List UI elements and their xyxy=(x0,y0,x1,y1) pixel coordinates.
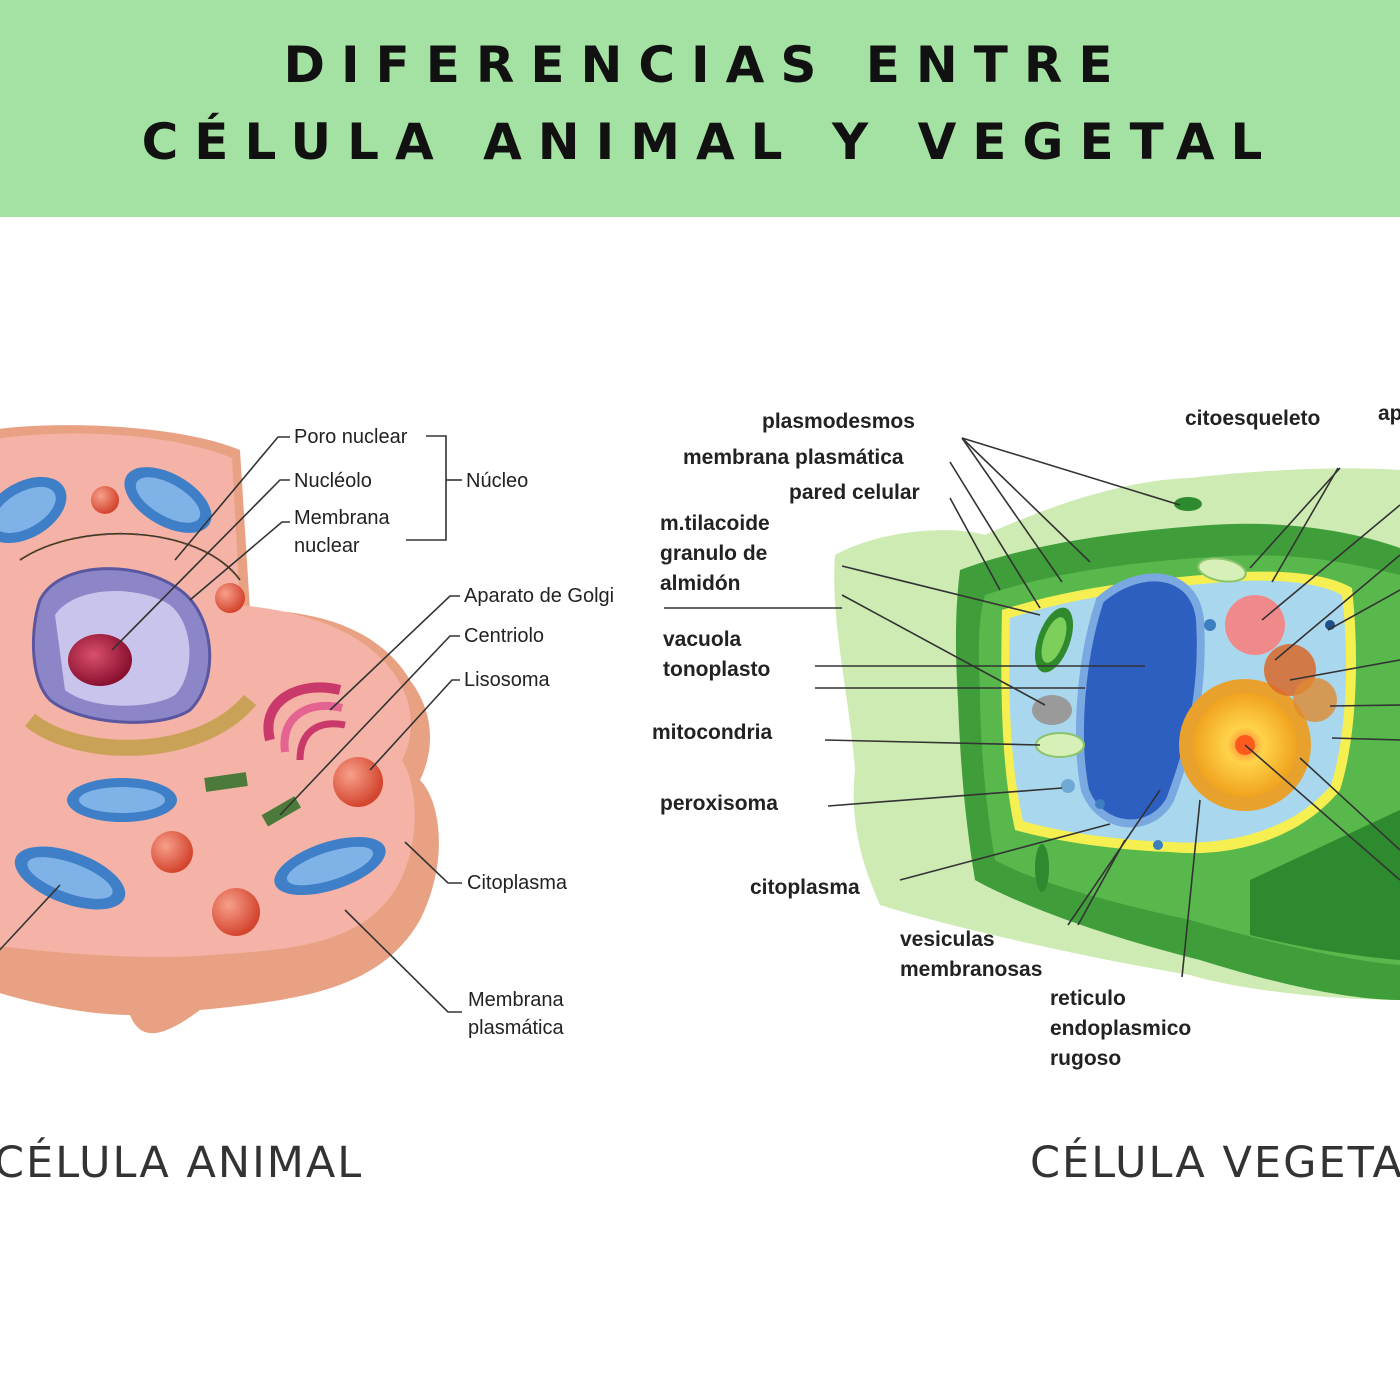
animal-nucleolus xyxy=(68,634,132,686)
plant-cell: plasmodesmos membrana plasmática pared c… xyxy=(652,402,1400,1070)
caption-animal: CÉLULA ANIMAL xyxy=(0,1138,363,1188)
label-membrana-plasmatica-vegetal: membrana plasmática xyxy=(683,446,904,469)
label-lisosoma: Lisosoma xyxy=(464,669,550,691)
label-citoplasma-vegetal: citoplasma xyxy=(750,876,860,899)
label-cut-off: ap xyxy=(1378,402,1400,425)
label-membrana-nuclear-1: Membrana xyxy=(294,507,390,529)
label-citoplasma-animal: Citoplasma xyxy=(467,872,568,894)
label-citoesqueleto: citoesqueleto xyxy=(1185,407,1320,430)
label-tilacoide: m.tilacoide xyxy=(660,512,770,535)
label-plasmodesmos: plasmodesmos xyxy=(762,410,915,433)
label-granulo-1: granulo de xyxy=(660,542,767,565)
label-granulo-2: almidón xyxy=(660,572,741,595)
label-membrana-nuclear-2: nuclear xyxy=(294,535,360,557)
plant-golgi xyxy=(1225,595,1285,655)
label-peroxisoma: peroxisoma xyxy=(660,792,778,815)
animal-cell: Poro nuclear Nucléolo Membrana nuclear N… xyxy=(0,425,614,1039)
label-membrana-plasmatica-1: Membrana xyxy=(468,989,564,1011)
plant-starch-granule xyxy=(1032,695,1072,725)
label-reticulo-2: endoplasmico xyxy=(1050,1017,1191,1040)
caption-vegetal: CÉLULA VEGETA xyxy=(1030,1138,1400,1188)
label-vacuola: vacuola xyxy=(663,628,742,651)
label-reticulo-1: reticulo xyxy=(1050,987,1126,1010)
label-nucleo: Núcleo xyxy=(466,470,528,492)
label-pared-celular: pared celular xyxy=(789,481,920,504)
label-membrana-plasmatica-2: plasmática xyxy=(468,1017,564,1039)
label-mitocondria: mitocondria xyxy=(652,721,772,744)
label-tonoplasto: tonoplasto xyxy=(663,658,770,681)
label-reticulo-3: rugoso xyxy=(1050,1047,1121,1070)
plant-mitochondrion xyxy=(1036,733,1084,757)
label-vesiculas-2: membranosas xyxy=(900,958,1042,981)
label-centriolo: Centriolo xyxy=(464,625,544,647)
label-nucleolo: Nucléolo xyxy=(294,470,372,492)
label-poro-nuclear: Poro nuclear xyxy=(294,426,408,448)
label-vesiculas-1: vesiculas xyxy=(900,928,995,951)
label-golgi: Aparato de Golgi xyxy=(464,585,614,607)
plant-peroxisome xyxy=(1061,779,1075,793)
